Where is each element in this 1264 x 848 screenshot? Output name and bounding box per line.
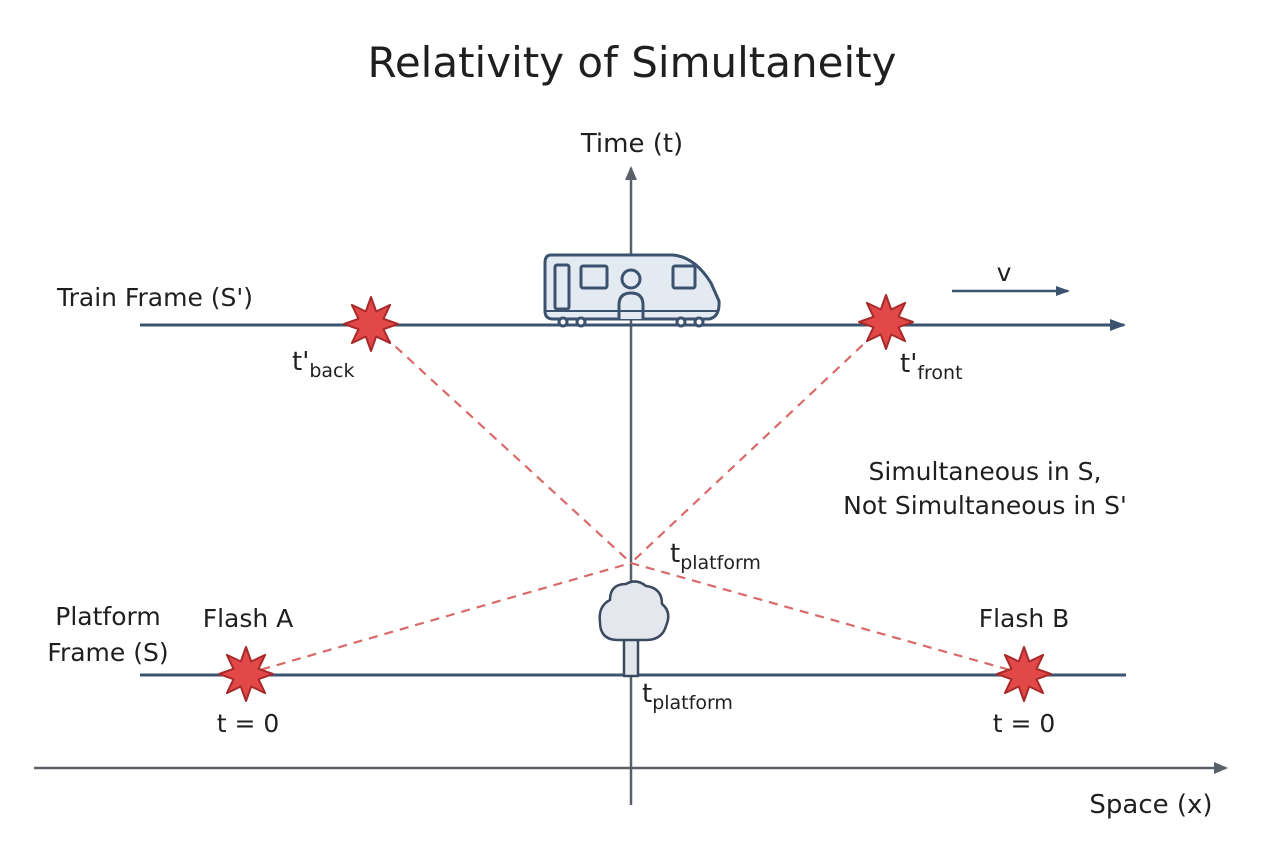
tree-icon (598, 580, 670, 678)
train-frame-label: Train Frame (S') (56, 283, 253, 312)
flash-star-back (343, 296, 399, 352)
flash-b-time: t = 0 (993, 709, 1056, 738)
space-axis-label: Space (x) (1089, 790, 1212, 820)
light-path-front-to-meet (630, 322, 887, 564)
diagram-title: Relativity of Simultaneity (368, 38, 897, 87)
event-front-label: t'front (900, 349, 963, 384)
annotation-line2: Not Simultaneous in S' (843, 491, 1127, 520)
flash-a-time: t = 0 (217, 709, 280, 738)
event-back-label: t'back (292, 347, 355, 382)
light-path-back-to-meet (371, 324, 632, 564)
time-axis-label: Time (t) (580, 129, 683, 159)
platform-frame-label-line1: Platform (55, 602, 160, 631)
tree-event-label: tplatform (642, 679, 733, 714)
flash-star-front (858, 294, 914, 350)
light-path-flash-a-to-meet (245, 561, 632, 676)
light-path-flash-b-to-meet (630, 561, 1025, 676)
annotation-line1: Simultaneous in S, (869, 457, 1102, 486)
light-paths (245, 322, 1025, 676)
meet-point-label: tplatform (670, 539, 761, 574)
platform-frame-label-line2: Frame (S) (47, 638, 168, 667)
flash-b-label: Flash B (979, 604, 1070, 633)
flash-star-a (218, 646, 274, 702)
velocity-label: v (997, 258, 1012, 287)
flash-star-b (996, 646, 1052, 702)
train-icon (543, 253, 721, 328)
flash-a-label: Flash A (203, 604, 294, 633)
